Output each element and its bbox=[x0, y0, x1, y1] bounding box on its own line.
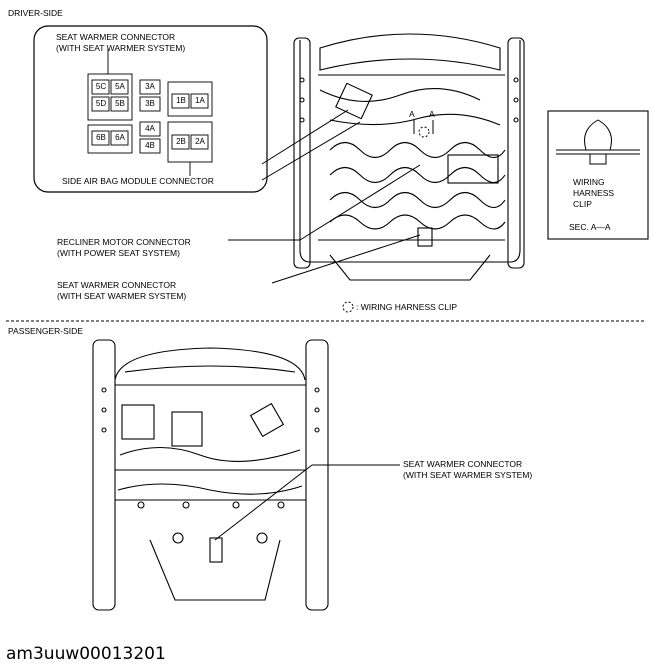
recliner-connector-label-line2: (WITH POWER SEAT SYSTEM) bbox=[57, 248, 180, 258]
pin-5b: 5B bbox=[115, 99, 125, 108]
detail-label-line2: HARNESS bbox=[573, 188, 615, 198]
section-mark-left: A bbox=[409, 109, 415, 119]
pin-3a: 3A bbox=[145, 82, 155, 91]
detail-section-label: SEC. A—A bbox=[569, 222, 611, 232]
pin-3b: 3B bbox=[145, 99, 155, 108]
warmer-connector-pins bbox=[87, 48, 213, 176]
detail-label-line3: CLIP bbox=[573, 199, 592, 209]
airbag-connector-label: SIDE AIR BAG MODULE CONNECTOR bbox=[62, 176, 214, 186]
pin-5c: 5C bbox=[95, 82, 107, 91]
passenger-seat-frame bbox=[92, 339, 329, 611]
warmer-connector-label-line2: (WITH SEAT WARMER SYSTEM) bbox=[56, 43, 186, 53]
warmer-connector-label-line1: SEAT WARMER CONNECTOR bbox=[56, 32, 176, 42]
pin-2b: 2B bbox=[176, 137, 186, 146]
connector-inset-box bbox=[33, 25, 268, 193]
warmer-connector2-label-line2: (WITH SEAT WARMER SYSTEM) bbox=[57, 291, 187, 301]
passenger-warmer-label-line1: SEAT WARMER CONNECTOR bbox=[403, 459, 523, 469]
clip-legend-symbol bbox=[342, 301, 354, 313]
pin-6a: 6A bbox=[115, 133, 125, 142]
driver-side-title: DRIVER-SIDE bbox=[8, 8, 63, 18]
passenger-side-title: PASSENGER-SIDE bbox=[8, 326, 83, 336]
driver-seat-frame bbox=[293, 33, 525, 281]
clip-legend-label: : WIRING HARNESS CLIP bbox=[356, 302, 458, 312]
pin-6b: 6B bbox=[96, 133, 106, 142]
section-mark-right: A bbox=[429, 109, 435, 119]
clip-detail-drawing bbox=[556, 119, 640, 165]
warmer-connector2-label-line1: SEAT WARMER CONNECTOR bbox=[57, 280, 177, 290]
figure-id: am3uuw00013201 bbox=[6, 644, 166, 664]
passenger-warmer-label-line2: (WITH SEAT WARMER SYSTEM) bbox=[403, 470, 533, 480]
section-detail-box bbox=[547, 110, 649, 240]
pin-1b: 1B bbox=[176, 96, 186, 105]
pin-5a: 5A bbox=[115, 82, 125, 91]
pin-1a: 1A bbox=[195, 96, 205, 105]
pin-2a: 2A bbox=[195, 137, 205, 146]
detail-label-line1: WIRING bbox=[573, 177, 605, 187]
pin-4b: 4B bbox=[145, 141, 155, 150]
recliner-connector-label-line1: RECLINER MOTOR CONNECTOR bbox=[57, 237, 191, 247]
pin-5d: 5D bbox=[95, 99, 107, 108]
pin-4a: 4A bbox=[145, 124, 155, 133]
